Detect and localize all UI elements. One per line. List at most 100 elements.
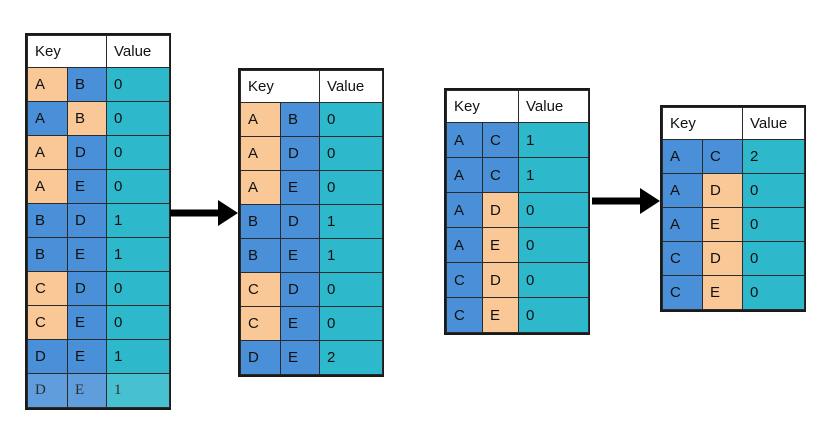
cell-value: 1 (106, 373, 171, 408)
cell-value: 0 (518, 262, 590, 298)
cell-key-second: E (66, 305, 108, 340)
cell-value: 0 (319, 170, 384, 205)
cell-value: 1 (106, 237, 171, 272)
cell-key-second: E (481, 297, 520, 333)
cell-key-second: E (279, 170, 321, 205)
cell-key-first: A (27, 135, 68, 170)
cell-value: 0 (106, 135, 171, 170)
cell-value: 0 (319, 136, 384, 171)
cell-key-first: A (27, 67, 68, 102)
cell-key-second: E (66, 339, 108, 374)
cell-key-first: A (446, 157, 483, 193)
arrow-head-icon (640, 188, 660, 214)
cell-key-first: B (27, 203, 68, 238)
header-cell-value: Value (742, 107, 806, 140)
header-cell-key: Key (239, 70, 321, 103)
cell-key-second: C (701, 139, 744, 174)
cell-key-second: D (481, 192, 520, 228)
cell-key-first: A (27, 101, 68, 136)
cell-key-first: A (662, 139, 703, 174)
cell-key-second: B (66, 101, 108, 136)
cell-key-second: D (701, 241, 744, 276)
arrow-shaft (592, 197, 642, 205)
cell-key-first: D (240, 340, 281, 375)
cell-key-second: E (66, 169, 108, 204)
cell-value: 0 (106, 305, 171, 340)
cell-key-second: D (279, 136, 321, 171)
cell-value: 0 (518, 192, 590, 228)
cell-value: 2 (742, 139, 806, 174)
cell-key-first: A (27, 169, 68, 204)
cell-key-second: E (279, 306, 321, 341)
header-cell-key: Key (26, 35, 108, 68)
cell-key-first: C (240, 272, 281, 307)
cell-value: 0 (319, 306, 384, 341)
cell-key-first: C (27, 271, 68, 306)
cell-value: 2 (319, 340, 384, 375)
cell-key-second: D (481, 262, 520, 298)
cell-value: 0 (106, 67, 171, 102)
cell-key-first: A (240, 170, 281, 205)
cell-key-second: D (279, 204, 321, 239)
cell-key-second: E (66, 237, 108, 272)
transform-arrow-right (592, 188, 660, 214)
cell-key-first: D (27, 373, 68, 408)
cell-key-second: D (66, 203, 108, 238)
cell-key-first: C (446, 262, 483, 298)
cell-key-second: D (701, 173, 744, 208)
cell-key-second: D (66, 271, 108, 306)
cell-key-first: B (240, 204, 281, 239)
cell-key-first: A (446, 227, 483, 263)
cell-key-first: A (240, 136, 281, 171)
cell-key-first: A (662, 173, 703, 208)
cell-key-second: E (279, 340, 321, 375)
arrow-head-icon (218, 200, 238, 226)
cell-key-first: A (446, 192, 483, 228)
cell-key-second: E (701, 207, 744, 242)
cell-value: 0 (742, 275, 806, 310)
cell-value: 0 (319, 102, 384, 137)
cell-key-first: A (446, 122, 483, 158)
cell-key-first: C (662, 275, 703, 310)
cell-key-first: C (27, 305, 68, 340)
cell-value: 1 (106, 339, 171, 374)
cell-value: 0 (518, 297, 590, 333)
arrow-shaft (170, 209, 220, 217)
transform-arrow-left (170, 200, 238, 226)
cell-value: 0 (742, 241, 806, 276)
cell-value: 1 (518, 157, 590, 193)
cell-value: 0 (106, 169, 171, 204)
cell-value: 0 (106, 271, 171, 306)
cell-key-second: C (481, 122, 520, 158)
cell-key-first: D (27, 339, 68, 374)
cell-value: 0 (742, 207, 806, 242)
cell-key-second: E (481, 227, 520, 263)
